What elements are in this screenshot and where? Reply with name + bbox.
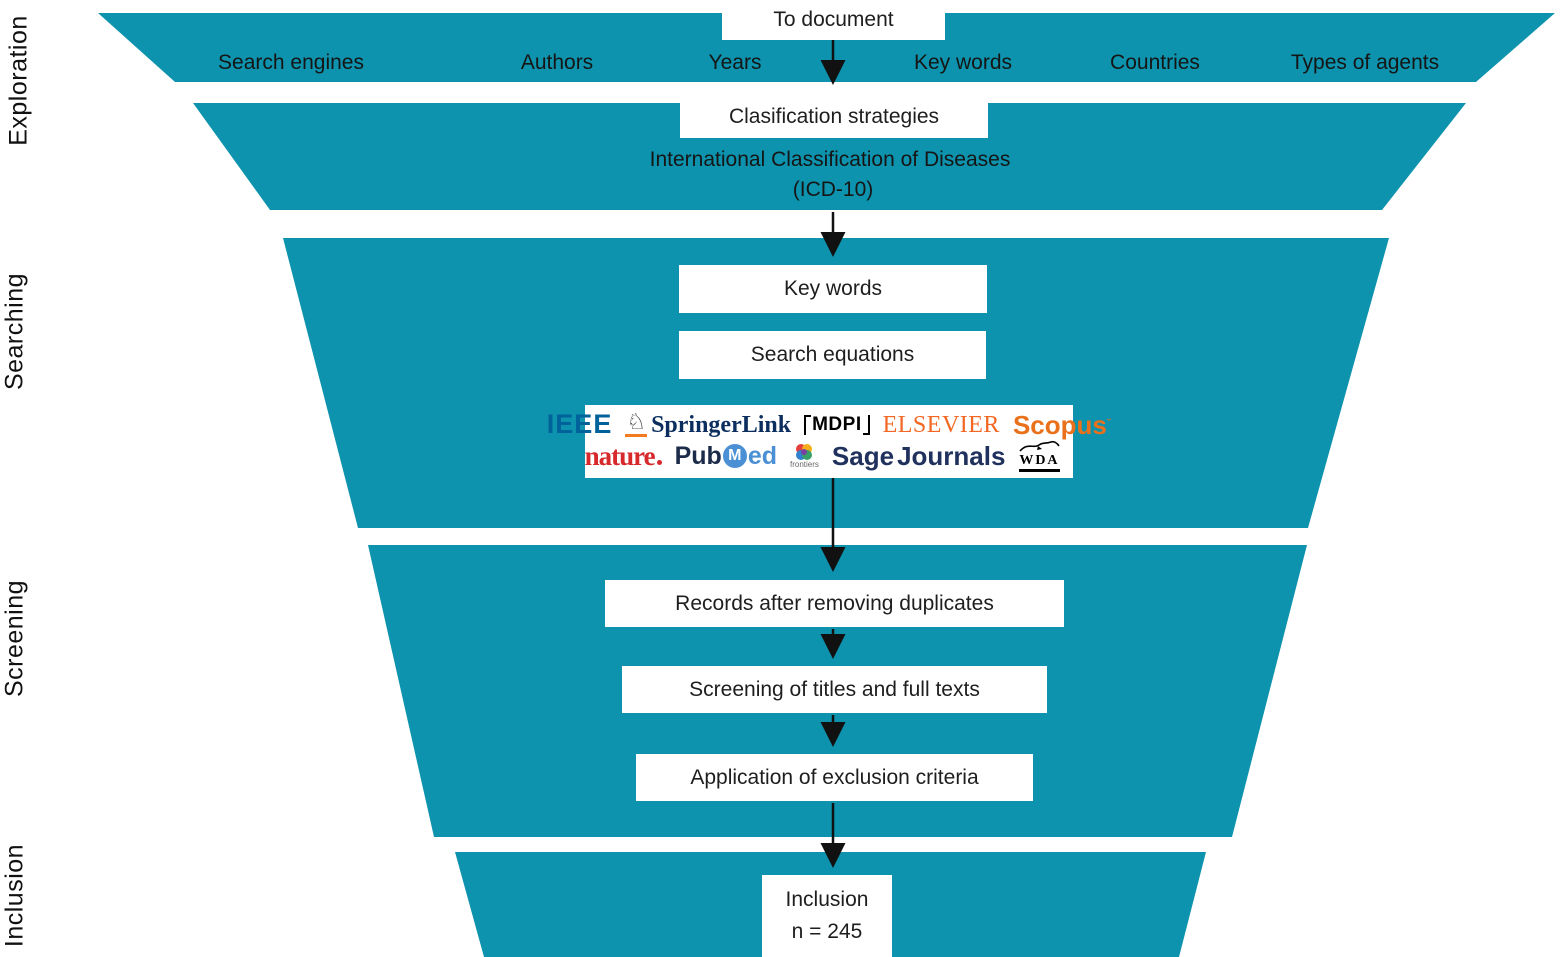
search-equations-box: Search equations [679,331,986,379]
classification-strategies-box: Clasification strategies [680,95,988,138]
scopus-logo: Scopus ˇ [1013,412,1111,438]
sage-journals-logo: Sage Journals [832,443,1006,469]
facet-types-of-agents: Types of agents [1290,51,1440,74]
pubmed-m-badge: M [722,444,747,468]
to-document-box: To document [722,0,945,40]
facet-authors: Authors [520,51,594,74]
key-words-box: Key words [679,265,987,313]
facet-search-engines: Search engines [218,51,364,74]
frontiers-logo: frontiers [790,443,819,469]
springerlink-wordmark: SpringerLink [651,411,792,438]
funnel-band-exploration-top [98,13,1555,82]
frontiers-pinwheel-icon [796,444,813,460]
elsevier-logo: ELSEVIER [882,411,1000,438]
springerlink-logo: ♘ SpringerLink [625,412,791,437]
nature-logo: nature [584,440,662,471]
stage-label-searching: Searching [0,272,29,391]
pubmed-logo: Pub M ed [674,441,777,470]
facet-years: Years [708,51,762,74]
mdpi-logo: MDPI [804,414,870,435]
facet-key-words: Key words [913,51,1013,74]
records-after-duplicates-box: Records after removing duplicates [605,580,1064,627]
journals-wordmark: Journals [897,441,1006,471]
mdpi-bracket-left-icon [804,414,812,435]
mdpi-wordmark: MDPI [812,414,862,435]
frontiers-wordmark: frontiers [790,460,819,469]
inclusion-count: n = 245 [791,920,863,943]
facet-countries: Countries [1110,51,1200,74]
scopus-tick-icon: ˇ [1106,416,1112,431]
sage-wordmark: Sage [831,441,895,471]
icd-line1: International Classification of Diseases [649,148,1011,171]
funnel-band-exploration-bottom [193,103,1466,210]
exclusion-criteria-box: Application of exclusion criteria [636,754,1033,801]
inclusion-label: Inclusion [785,888,869,911]
mdpi-bracket-right-icon [862,414,870,435]
stage-label-exploration: Exploration [4,15,33,146]
databases-logo-strip: IEEE ♘ SpringerLink MDPI ELSEVIER Scopus… [547,405,1111,478]
wda-logo: WDA [1018,440,1061,472]
funnel-band-searching [283,238,1389,528]
pubmed-pub-wordmark: Pub [674,441,722,470]
logo-row-1: IEEE ♘ SpringerLink MDPI ELSEVIER Scopus… [547,411,1111,438]
icd-line2: (ICD-10) [792,178,874,201]
wda-bird-icon [1019,441,1061,452]
logo-row-2: nature Pub M ed frontiers Sage [585,440,1073,472]
stage-label-inclusion: Inclusion [0,843,29,948]
stage-label-screening: Screening [0,579,29,698]
nature-wordmark: nature [584,440,656,471]
ieee-logo: IEEE [546,409,613,439]
pubmed-ed-wordmark: ed [747,441,777,470]
scopus-wordmark: Scopus [1012,409,1107,440]
screening-titles-box: Screening of titles and full texts [622,666,1047,713]
springer-horse-icon: ♘ [625,410,648,437]
inclusion-box: Inclusion n = 245 [762,875,892,957]
wda-wordmark: WDA [1019,453,1060,472]
nature-dot-icon [656,459,662,465]
